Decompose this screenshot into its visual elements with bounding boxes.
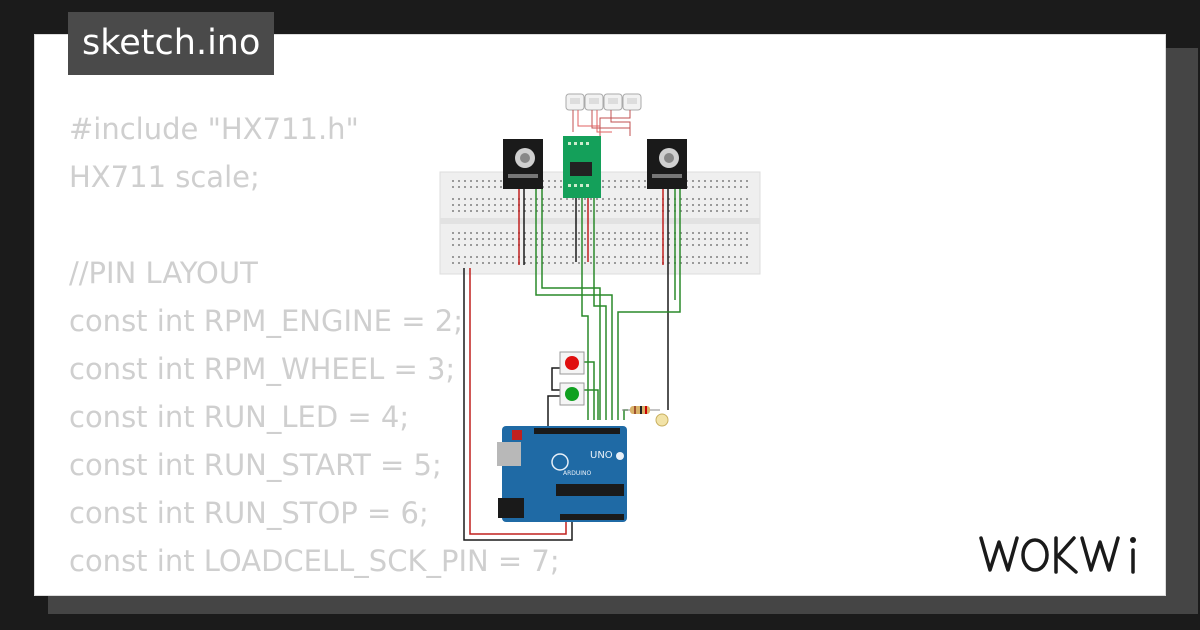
wires <box>463 189 681 541</box>
rotary-encoder-right <box>647 139 687 189</box>
red-pushbutton <box>559 351 585 375</box>
hx711-module <box>563 136 601 198</box>
code-line: const int LOADCELL_SCK_PIN = 7; <box>69 544 560 578</box>
wokwi-logo <box>979 536 1136 574</box>
led <box>655 413 669 427</box>
filename-tab[interactable]: sketch.ino <box>68 12 275 75</box>
green-pushbutton <box>559 382 585 406</box>
arduino-model-text: UNO <box>590 450 613 461</box>
breadboard <box>439 171 761 275</box>
code-line: //PIN LAYOUT <box>69 256 258 290</box>
code-line: HX711 scale; <box>69 160 260 194</box>
code-preview: #include "HX711.h" HX711 scale; //PIN LA… <box>69 105 586 595</box>
arduino-uno-board: ARDUINO UNO <box>497 426 627 522</box>
load-cells <box>565 93 642 136</box>
arduino-brand-text: ARDUINO <box>563 470 592 477</box>
code-line: const int RUN_START = 5; <box>69 448 442 482</box>
code-line: const int RPM_ENGINE = 2; <box>69 304 463 338</box>
code-line: const int LOADCELL_DOUT_PIN = 8; <box>69 585 586 595</box>
code-line: const int RUN_LED = 4; <box>69 400 410 434</box>
code-line: const int RUN_STOP = 6; <box>69 496 429 530</box>
code-line: const int RPM_WHEEL = 3; <box>69 352 456 386</box>
rotary-encoder-left <box>503 139 543 189</box>
resistor <box>622 406 660 414</box>
code-line: #include "HX711.h" <box>69 112 359 146</box>
